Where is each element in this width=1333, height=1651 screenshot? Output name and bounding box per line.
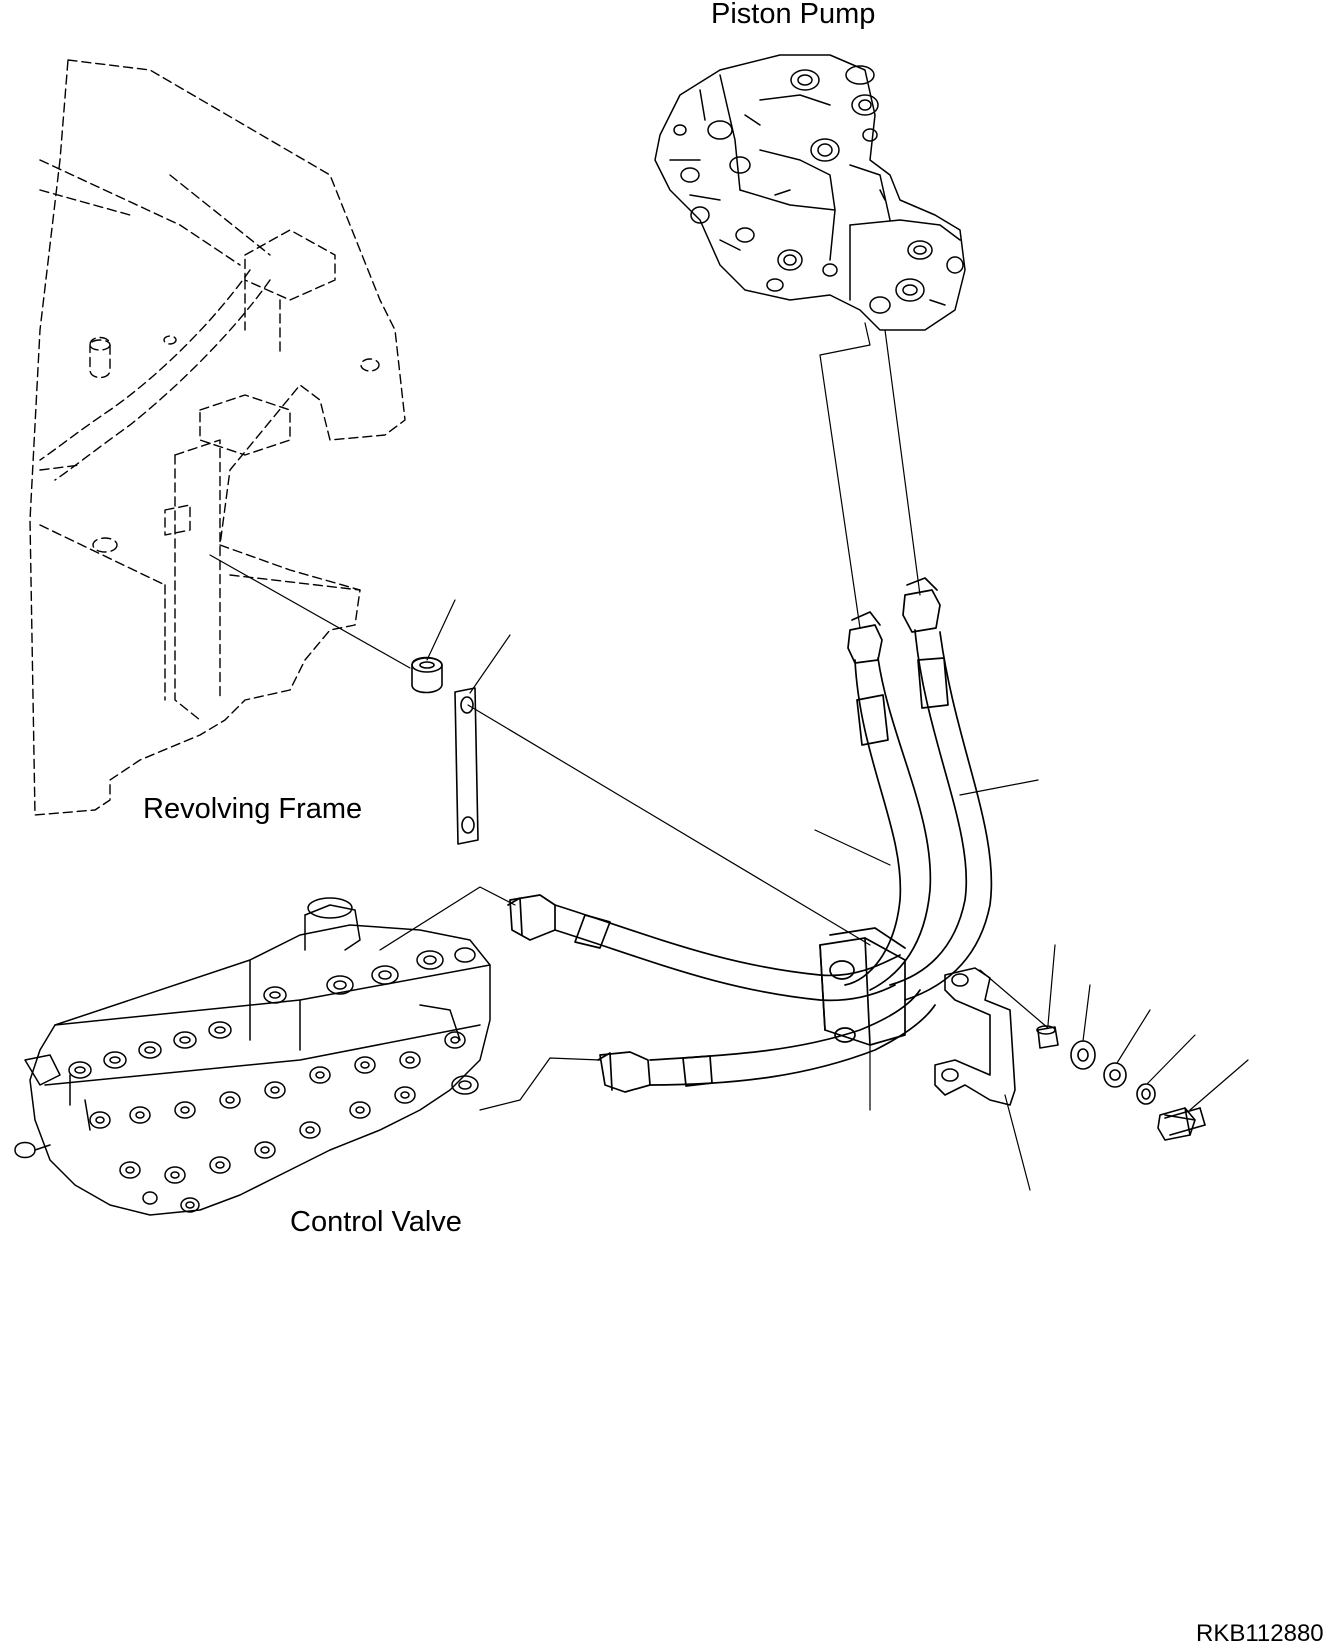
control-valve-drawing <box>15 898 490 1215</box>
lock-washer <box>1104 1063 1126 1087</box>
bolt-part <box>1158 1108 1205 1140</box>
plate-part <box>455 688 478 844</box>
washer-small <box>1137 1084 1155 1104</box>
bracket-part <box>935 968 1015 1105</box>
piston-pump-drawing <box>655 55 965 330</box>
collar-part <box>1037 1026 1058 1048</box>
piston-pump-label: Piston Pump <box>709 0 878 30</box>
leader-lines <box>210 323 1248 1190</box>
washer-large <box>1071 1041 1095 1069</box>
revolving-frame-outline <box>30 60 405 815</box>
spacer-part <box>412 658 442 693</box>
revolving-frame-label: Revolving Frame <box>141 793 365 825</box>
valve-ports <box>69 948 478 1212</box>
hose-assembly <box>508 578 991 1092</box>
control-valve-label: Control Valve <box>288 1206 464 1238</box>
drawing-code: RKB112880 <box>1196 1620 1324 1647</box>
